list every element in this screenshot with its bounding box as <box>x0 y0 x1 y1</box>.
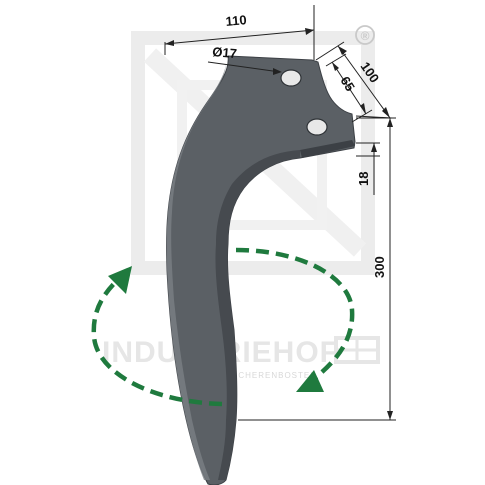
rotation-arrows <box>91 247 355 407</box>
dimension-height: 300 <box>238 117 396 421</box>
blade-flange-face <box>300 140 355 158</box>
registered-mark-glyph: ® <box>361 29 370 43</box>
blade-bevel <box>215 150 300 480</box>
rotation-arrowhead-right <box>296 370 324 392</box>
dimension-thickness-label: 18 <box>356 172 371 186</box>
watermark-brand-icon <box>334 336 380 364</box>
dimension-hole-diameter: Ø17 <box>207 44 282 75</box>
rotation-arrowhead-left <box>108 266 132 294</box>
dimension-thickness: 18 <box>356 142 380 195</box>
dimension-height-label: 300 <box>372 256 387 278</box>
rotation-arrow-back <box>235 247 355 384</box>
dimension-width-top: 110 <box>164 5 315 60</box>
dimension-hole-spacing: 65 <box>325 53 373 123</box>
dimension-width-top-label: 110 <box>225 12 247 29</box>
blade-highlight <box>166 62 226 480</box>
watermark-frame-outer <box>131 31 375 275</box>
mounting-hole-lower <box>306 118 328 136</box>
mounting-hole-upper <box>280 69 302 87</box>
watermark-sub: SCHERENBOSTEL <box>232 371 316 380</box>
dimension-hole-spacing-label: 65 <box>337 74 357 94</box>
tine-blade <box>166 55 356 485</box>
registered-mark: ® <box>355 25 375 45</box>
rotation-arrow-front <box>91 274 223 407</box>
dimension-hole-diameter-label: Ø17 <box>212 44 238 61</box>
